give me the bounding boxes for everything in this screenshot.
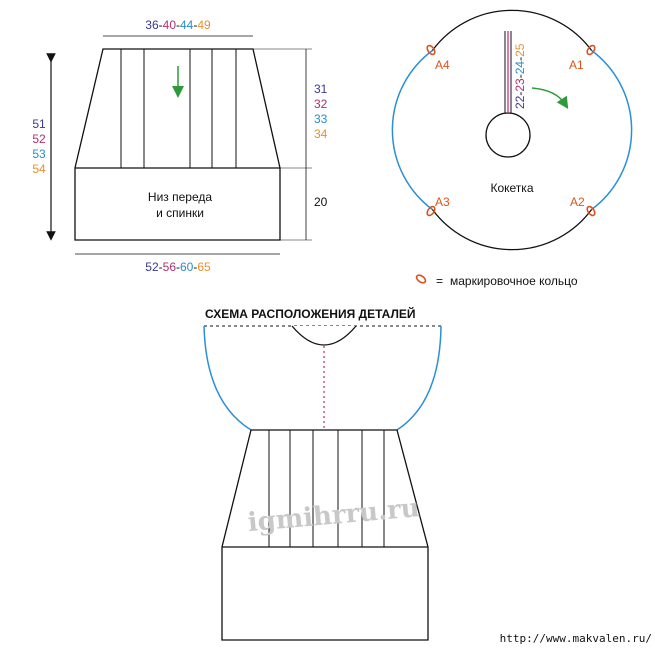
svg-text:54: 54 [32,162,46,176]
layout-scheme-title: СХЕМА РАСПОЛОЖЕНИЯ ДЕТАЛЕЙ [205,306,416,321]
marker-ring-icon [586,205,596,217]
legend-text: маркировочное кольцо [450,274,578,288]
yoke-bottom-arc [431,209,593,251]
bottom-width-label: 52-56-60-65 [145,260,211,274]
source-url[interactable]: http://www.makvalen.ru/ [500,632,652,645]
legend: = маркировочное кольцо [415,274,578,288]
marker-a1-label: A1 [569,58,584,72]
marker-a2-label: A2 [570,195,585,209]
yoke-opening-length-label: 22-23-24-25 [513,43,527,109]
svg-text:33: 33 [314,112,328,126]
left-armhole-curve [203,325,252,431]
band-height-label: 20 [314,195,328,209]
yoke-right-arc [591,49,633,211]
yoke-neck-opening [485,112,531,158]
svg-text:34: 34 [314,127,328,141]
yoke-left-arc [391,49,433,211]
svg-text:53: 53 [32,147,46,161]
neckline-curve [291,325,357,346]
marker-ring-icon [586,44,596,56]
svg-text:52: 52 [32,132,46,146]
marker-a4-label: A4 [435,58,450,72]
right-armhole-curve [396,325,442,431]
skirt-label-line2: и спинки [156,206,204,220]
yoke-top-arc [431,9,593,51]
svg-text:31: 31 [314,82,328,96]
marker-a3-label: A3 [435,195,450,209]
total-height-label: 51 52 53 54 [32,117,46,176]
watermark: igmihrru.ru [247,493,421,538]
layout-scheme-diagram: СХЕМА РАСПОЛОЖЕНИЯ ДЕТАЛЕЙ igmihrru.ru [203,306,442,641]
svg-text:51: 51 [32,117,46,131]
upper-height-label: 31 32 33 34 [314,82,328,141]
marker-ring-icon [426,205,436,217]
yoke-label: Кокетка [490,181,533,195]
marker-ring-icon [415,274,427,284]
yoke-direction-arrow [531,87,569,110]
marker-ring-icon [426,44,436,56]
svg-text:32: 32 [314,97,328,111]
top-width-label: 36-40-44-49 [145,18,211,32]
yoke-diagram: 22-23-24-25 Кокетка A1 A2 A3 A4 [391,9,633,251]
skirt-label-line1: Низ переда [148,190,212,204]
legend-equals: = [436,274,443,288]
skirt-piece-diagram: 36-40-44-49 Низ переда и спинки 52-56-60… [32,18,327,274]
